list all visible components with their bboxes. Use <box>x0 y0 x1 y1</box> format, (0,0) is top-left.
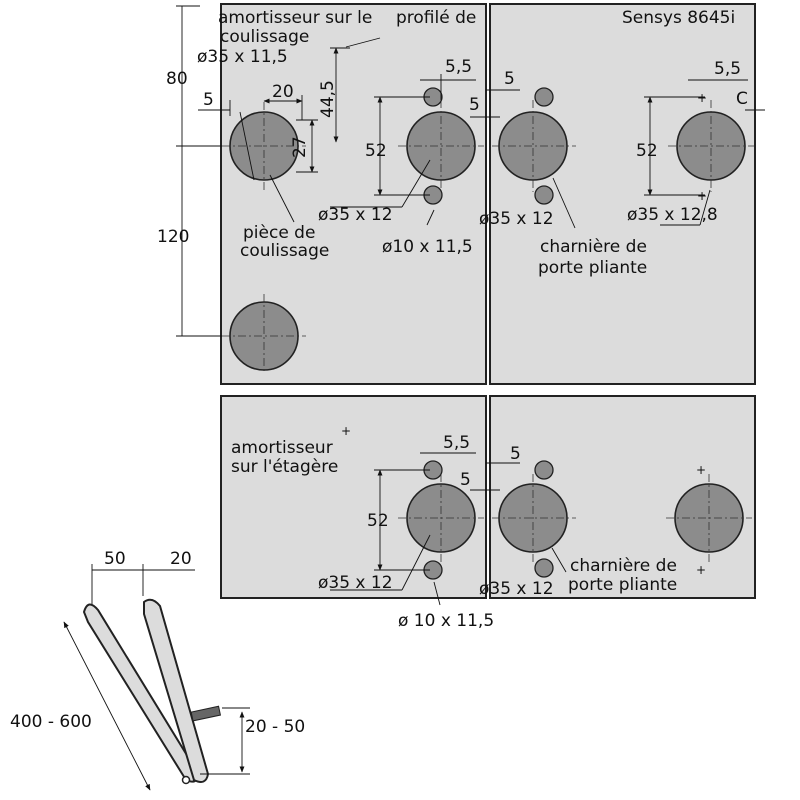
label-small-hole-bottom-left: ø 10 x 11,5 <box>398 611 494 631</box>
hole-hinge-bottom-right <box>492 474 576 562</box>
label-hinge-top-2: porte pliante <box>538 258 647 278</box>
small-hole-bottom-right-upper <box>534 460 554 480</box>
small-hole-top-right-upper <box>534 87 554 107</box>
small-hole-top-right-lower <box>534 185 554 205</box>
hole-slide-piece-lower <box>222 294 306 372</box>
handle-pin <box>190 705 222 722</box>
crosshair-top-right-lower: + <box>697 189 707 203</box>
dim-52-top-left: 52 <box>365 141 387 161</box>
dim-20: 20 <box>272 82 294 102</box>
dim-5-top-right-lower: 5 <box>469 95 480 115</box>
label-profile-1: profilé de <box>396 8 476 28</box>
dim-5-5-bottom-left: 5,5 <box>443 433 470 453</box>
label-hinge-bottom-2: porte pliante <box>568 575 677 595</box>
label-hinge-hole-bottom-right: ø35 x 12 <box>479 579 554 599</box>
pivot-point <box>181 775 191 785</box>
label-hinge-hole-top-right: ø35 x 12 <box>479 209 554 229</box>
dim-27: 27 <box>290 136 310 158</box>
side-view <box>63 564 250 791</box>
dim-5-5-top-left: 5,5 <box>445 57 472 77</box>
crosshair-top-right-upper: + <box>697 91 707 105</box>
hole-hinge-top-left <box>398 100 484 192</box>
dim-80: 80 <box>166 69 188 89</box>
label-hole-right: ø35 x 12,8 <box>627 205 718 225</box>
hole-hinge-top-right <box>492 100 576 192</box>
dim-20-side: 20 <box>170 549 192 569</box>
dim-5-bottom-right-upper: 5 <box>510 444 521 464</box>
dim-c: C <box>736 89 748 109</box>
dim-5-left: 5 <box>203 90 214 110</box>
dim-400-600: 400 - 600 <box>10 712 92 732</box>
hole-hinge-bottom-left <box>398 474 484 562</box>
label-slide-part-1: pièce de <box>243 223 315 243</box>
label-damper-hole: ø35 x 11,5 <box>197 47 288 67</box>
label-hinge-top-1: charnière de <box>540 237 647 257</box>
hole-slide-piece-upper <box>222 102 306 190</box>
dim-52-bottom-left: 52 <box>367 511 389 531</box>
dim-5-top-right: 5 <box>504 69 515 89</box>
label-damper-shelf-2: sur l'étagère <box>231 457 338 477</box>
dim-5-5-top-right: 5,5 <box>714 59 741 79</box>
small-hole-bottom-right-lower <box>534 558 554 578</box>
hole-right-top <box>668 100 754 192</box>
model-name: Sensys 8645i <box>622 8 735 28</box>
dim-120: 120 <box>157 227 189 247</box>
label-small-hole-top-left: ø10 x 11,5 <box>382 237 473 257</box>
dim-5-bottom-right-lower: 5 <box>460 470 471 490</box>
label-hinge-hole-bottom-left: ø35 x 12 <box>318 573 393 593</box>
dim-44-5: 44,5 <box>318 80 338 118</box>
damper-marker-bottom-left: + <box>341 424 351 438</box>
label-profile-2: coulissage <box>220 27 309 47</box>
dim-52-top-right: 52 <box>636 141 658 161</box>
dim-50: 50 <box>104 549 126 569</box>
label-damper-shelf-1: amortisseur <box>231 438 333 458</box>
label-hinge-bottom-1: charnière de <box>570 556 677 576</box>
label-hinge-hole-top-left: ø35 x 12 <box>318 205 393 225</box>
dim-20-50: 20 - 50 <box>245 717 305 737</box>
label-damper-top: amortisseur sur le <box>218 8 372 28</box>
hole-right-bottom <box>666 474 752 562</box>
crosshair-bottom-right-upper: + <box>696 463 706 477</box>
label-slide-part-2: coulissage <box>240 241 329 261</box>
crosshair-bottom-right-lower: + <box>696 563 706 577</box>
panel-top-right <box>489 3 756 385</box>
